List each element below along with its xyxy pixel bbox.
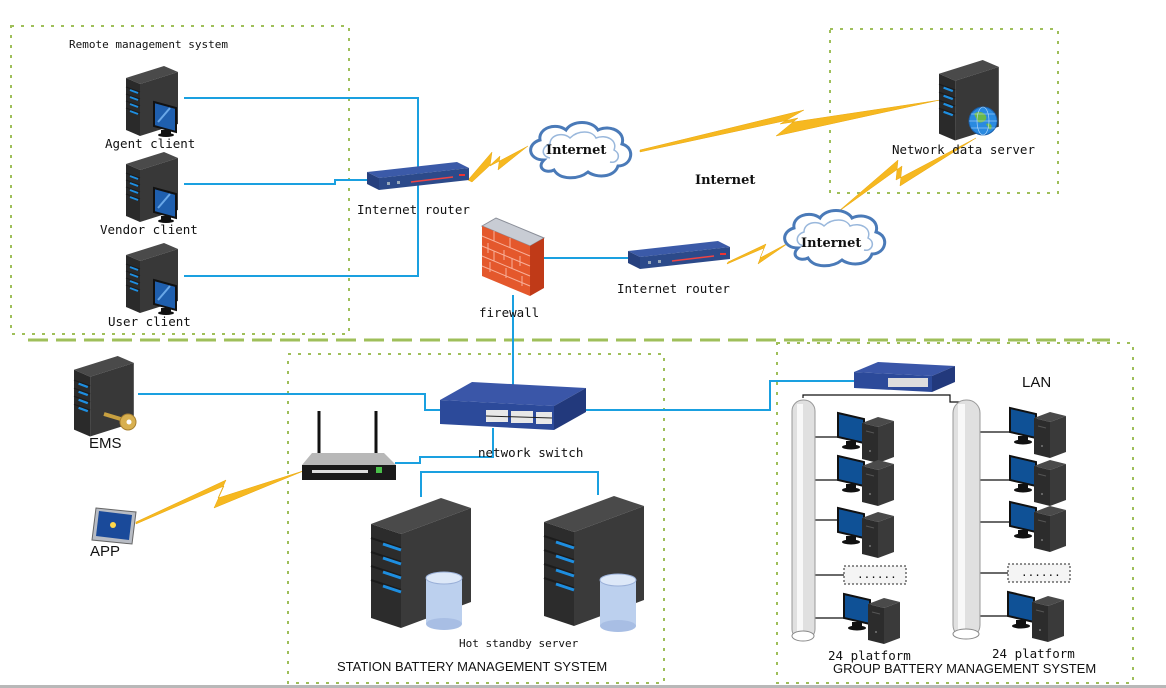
platform-label-2: 24 platform bbox=[992, 646, 1075, 661]
internet-router-1[interactable]: Internet router bbox=[357, 161, 470, 217]
internet-router-2[interactable]: Internet router bbox=[617, 240, 731, 296]
lan-bus-2 bbox=[952, 399, 981, 640]
internet-router-2-label: Internet router bbox=[617, 281, 730, 296]
lightning-router-cloud bbox=[467, 145, 529, 183]
remote-management-label: Remote management system bbox=[69, 38, 228, 51]
ellipsis-placeholder: ...... bbox=[843, 565, 907, 585]
switch-servers-wire bbox=[420, 471, 599, 497]
ems-label: EMS bbox=[89, 435, 122, 452]
user-client[interactable]: User client bbox=[108, 242, 191, 329]
workstation[interactable] bbox=[1007, 591, 1065, 643]
platform-label-1: 24 platform bbox=[828, 648, 911, 663]
internet-cloud-1-label: Internet bbox=[546, 143, 606, 158]
vendor-client-label: Vendor client bbox=[100, 222, 198, 237]
workstation[interactable] bbox=[1009, 501, 1067, 553]
svg-text:......: ...... bbox=[1021, 566, 1061, 579]
ems-server[interactable]: EMS bbox=[72, 354, 137, 452]
wifi-router[interactable] bbox=[302, 411, 396, 480]
station-bms-label: STATION BATTERY MANAGEMENT SYSTEM bbox=[337, 659, 607, 674]
svg-text:......: ...... bbox=[857, 568, 897, 581]
workstation[interactable] bbox=[837, 412, 895, 464]
internet-cloud-2-label: Internet bbox=[801, 236, 861, 251]
key-icon bbox=[103, 412, 137, 431]
lightning-cloud-server bbox=[639, 99, 941, 153]
group-bms-group bbox=[776, 342, 1134, 684]
station-bms-group bbox=[287, 353, 665, 684]
workstation[interactable] bbox=[843, 593, 901, 645]
ems-switch-wire bbox=[138, 393, 445, 411]
switch-group-wire bbox=[585, 380, 856, 411]
network-data-server[interactable]: Network data server bbox=[892, 58, 1035, 157]
lightning-cloud2-server bbox=[837, 137, 977, 213]
hot-standby-label: Hot standby server bbox=[459, 637, 579, 650]
ellipsis-placeholder: ...... bbox=[1007, 563, 1071, 583]
internet-cloud-2[interactable]: Internet bbox=[783, 209, 887, 268]
workstation[interactable] bbox=[1009, 455, 1067, 507]
network-data-server-label: Network data server bbox=[892, 142, 1035, 157]
agent-client[interactable]: Agent client bbox=[105, 65, 195, 151]
windows-logo-icon bbox=[110, 522, 116, 528]
lightning-router2-cloud bbox=[726, 241, 791, 265]
client-wires bbox=[184, 97, 419, 277]
lightning-app-wifi bbox=[135, 469, 307, 525]
group-switch[interactable] bbox=[854, 362, 955, 392]
lan-bus-1 bbox=[791, 399, 816, 642]
network-switch-label: network switch bbox=[478, 445, 583, 460]
firewall[interactable]: firewall bbox=[479, 217, 546, 320]
hot-standby-server-2[interactable] bbox=[542, 494, 646, 633]
network-switch[interactable]: network switch bbox=[440, 382, 586, 460]
internet-router-1-label: Internet router bbox=[357, 202, 470, 217]
network-data-server-group bbox=[829, 28, 1059, 194]
remote-management-group bbox=[10, 25, 350, 335]
workstation[interactable] bbox=[837, 507, 895, 559]
agent-client-label: Agent client bbox=[105, 136, 195, 151]
app-label: APP bbox=[90, 543, 120, 560]
vendor-client[interactable]: Vendor client bbox=[100, 151, 198, 237]
switch-wifi-wire bbox=[395, 428, 494, 464]
group-bms-label: GROUP BATTERY MANAGEMENT SYSTEM bbox=[833, 661, 1096, 676]
workstation[interactable] bbox=[1009, 407, 1067, 459]
internet-label: Internet bbox=[695, 173, 755, 188]
hot-standby-server-1[interactable] bbox=[369, 496, 473, 631]
lan-wires bbox=[802, 394, 1010, 619]
firewall-label: firewall bbox=[479, 305, 539, 320]
lan-label: LAN bbox=[1022, 374, 1051, 391]
bottom-border bbox=[0, 685, 1166, 688]
app-tablet[interactable]: APP bbox=[90, 507, 137, 560]
internet-cloud-1[interactable]: Internet bbox=[529, 121, 633, 180]
workstation[interactable] bbox=[837, 455, 895, 507]
user-client-label: User client bbox=[108, 314, 191, 329]
